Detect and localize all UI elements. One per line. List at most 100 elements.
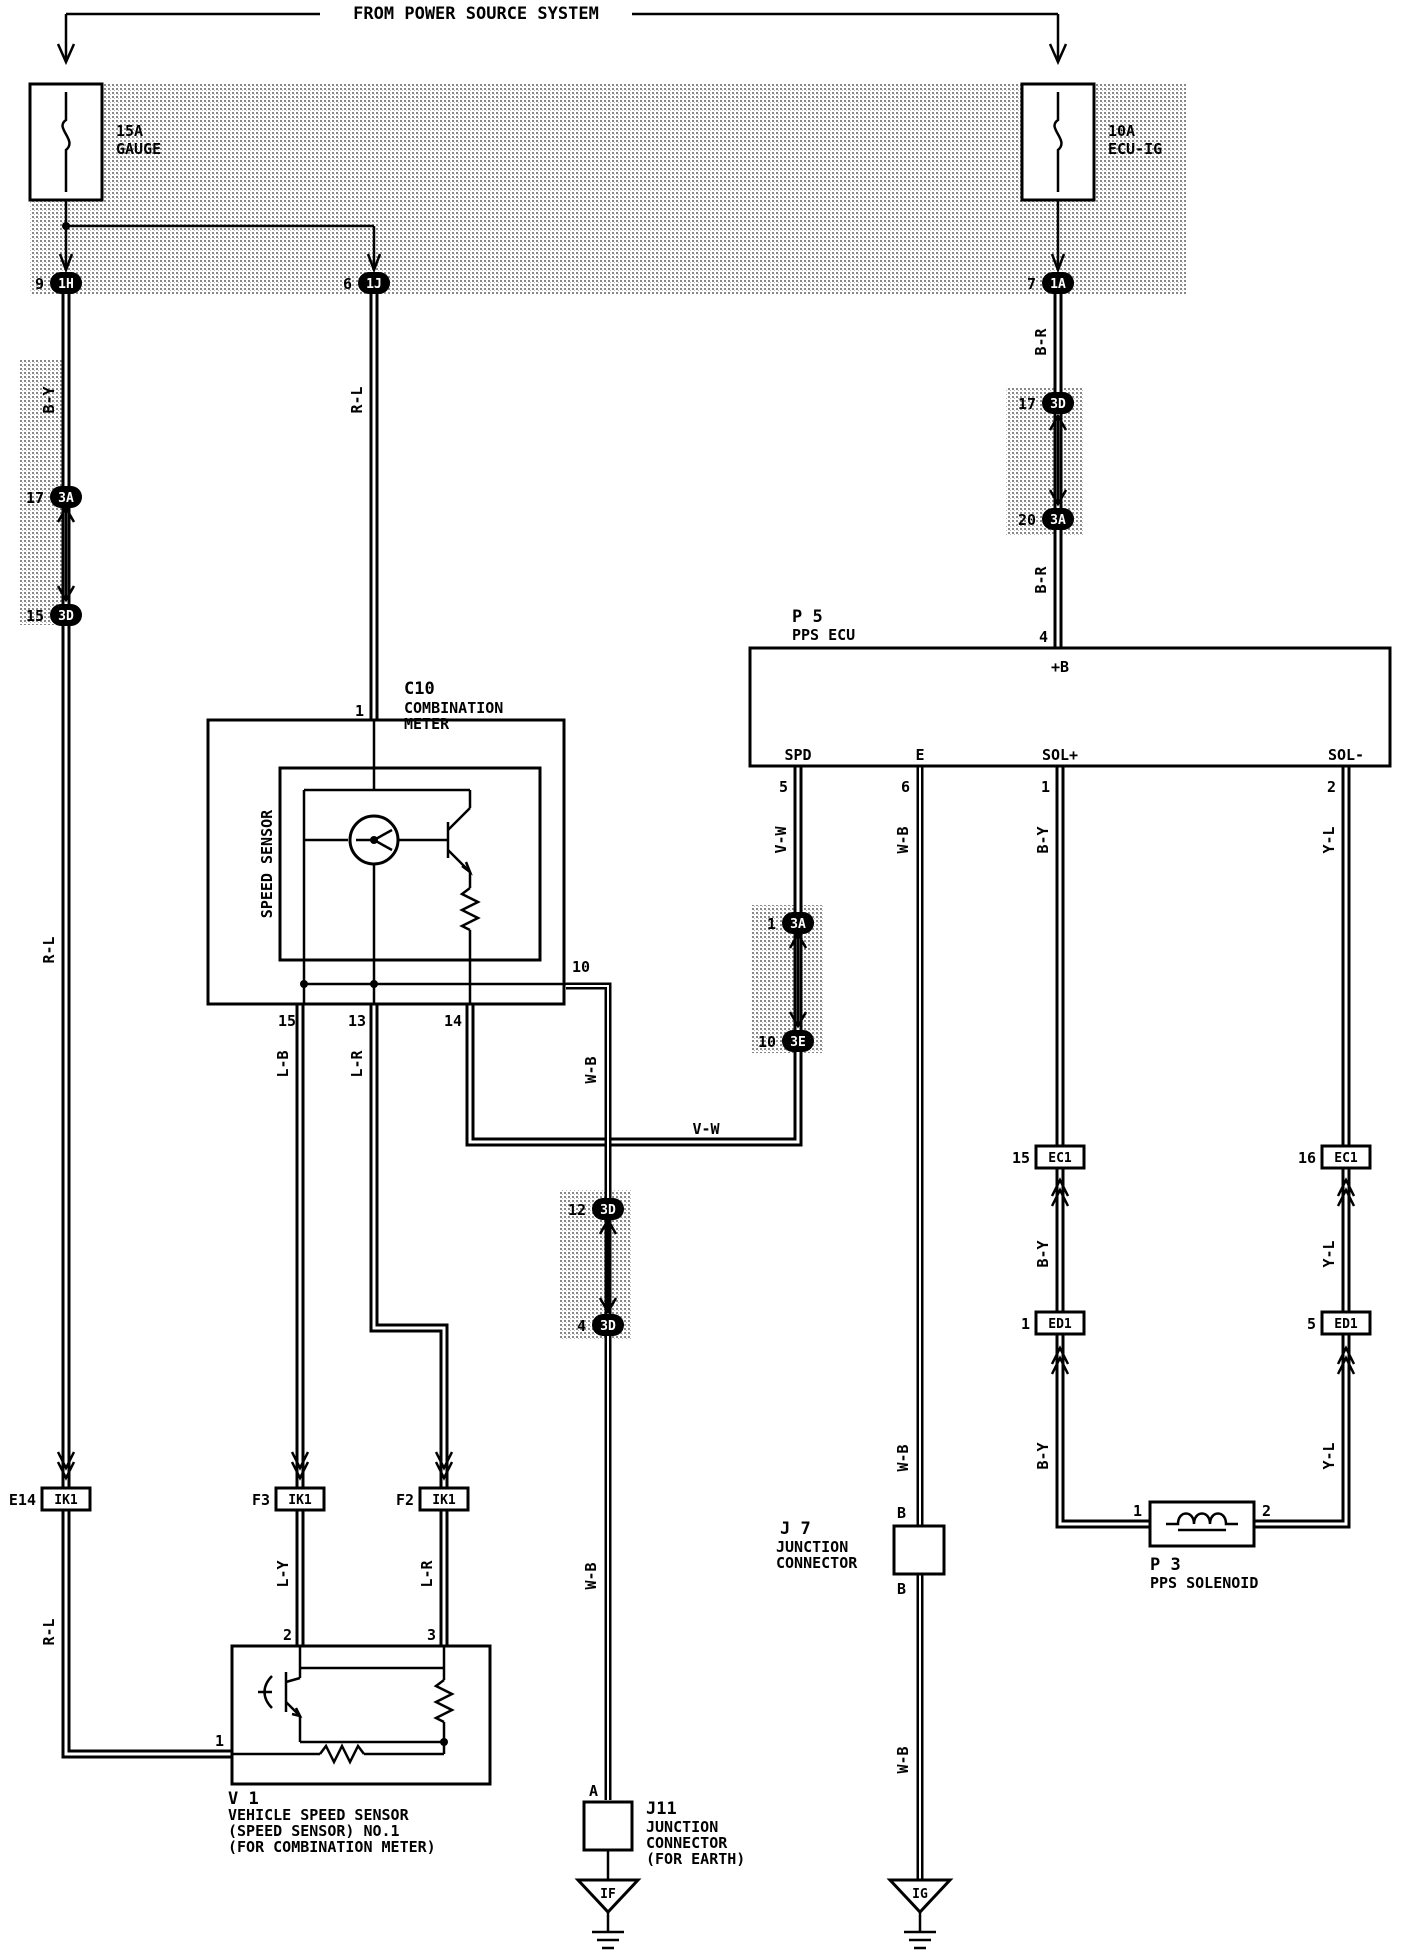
wire-label-by-sol1: B-Y bbox=[1034, 826, 1052, 853]
svg-text:IK1: IK1 bbox=[288, 1493, 312, 1508]
connector-3A-spd-pin: 1 bbox=[767, 915, 776, 933]
shaded-junction-br bbox=[1006, 388, 1084, 536]
meter-name-line2: METER bbox=[404, 715, 450, 733]
wire-label-by-sol3: B-Y bbox=[1034, 1442, 1052, 1469]
ecu-pin-soln: 2 bbox=[1327, 778, 1336, 796]
power-source-shaded-area bbox=[30, 84, 1186, 294]
connector-IK1-c-pin: F2 bbox=[396, 1491, 414, 1509]
wire-label-yl-sol3: Y-L bbox=[1320, 1442, 1338, 1469]
connector-EC1-b: EC1 bbox=[1320, 1144, 1372, 1170]
connector-IK1-b: IK1 bbox=[274, 1486, 326, 1512]
j11-code: J11 bbox=[646, 1799, 677, 1819]
ecu-pin-b: 4 bbox=[1039, 628, 1048, 646]
connector-3A-left: 3A bbox=[50, 486, 82, 508]
ground-ig-label: IG bbox=[912, 1887, 928, 1902]
wire-label-rl-bottom: R-L bbox=[40, 1618, 58, 1645]
meter-pin-1: 1 bbox=[355, 702, 364, 720]
connector-ED1-b-pin: 5 bbox=[1307, 1315, 1316, 1333]
j7-name-line1: JUNCTION bbox=[776, 1538, 848, 1556]
svg-text:ED1: ED1 bbox=[1048, 1317, 1072, 1332]
connector-3D-left-pin: 15 bbox=[26, 607, 44, 625]
wire-label-vw-horz: V-W bbox=[692, 1120, 720, 1138]
j7-pin-bottom: B bbox=[897, 1580, 906, 1598]
wire-label-rl-top: R-L bbox=[348, 386, 366, 413]
j7-pin-top: B bbox=[897, 1504, 906, 1522]
connector-3A-left-pin: 17 bbox=[26, 489, 44, 507]
meter-name-line1: COMBINATION bbox=[404, 699, 503, 717]
connector-3A-spd: 3A bbox=[782, 912, 814, 934]
wire-label-ly: L-Y bbox=[274, 1560, 292, 1587]
ground-if-label: IF bbox=[600, 1887, 616, 1902]
meter-pin-13: 13 bbox=[348, 1012, 366, 1030]
svg-text:ED1: ED1 bbox=[1334, 1317, 1358, 1332]
connector-3D-top-pin: 17 bbox=[1018, 395, 1036, 413]
wire-label-br-mid: B-R bbox=[1032, 565, 1050, 593]
svg-text:3A: 3A bbox=[58, 491, 74, 506]
solenoid-code: P 3 bbox=[1150, 1555, 1181, 1575]
j7-name-line2: CONNECTOR bbox=[776, 1554, 858, 1572]
power-source-line bbox=[56, 12, 1068, 66]
connector-ED1-a: ED1 bbox=[1034, 1310, 1086, 1336]
connector-IK1-c: IK1 bbox=[418, 1486, 470, 1512]
connector-1J: 1J bbox=[358, 272, 390, 294]
svg-text:3A: 3A bbox=[790, 917, 806, 932]
solenoid-pin1: 1 bbox=[1133, 1502, 1142, 1520]
wire-group bbox=[61, 290, 1351, 1880]
svg-text:1J: 1J bbox=[366, 277, 382, 292]
ecu-label-soln: SOL- bbox=[1328, 746, 1364, 764]
ecu-label-e: E bbox=[915, 746, 924, 764]
meter-pin-14: 14 bbox=[444, 1012, 462, 1030]
j11-name-line2: CONNECTOR bbox=[646, 1834, 728, 1852]
connector-IK1-a-pin: E14 bbox=[9, 1491, 36, 1509]
meter-pin-10: 10 bbox=[572, 958, 590, 976]
wire-label-yl-sol1: Y-L bbox=[1320, 826, 1338, 853]
ecu-code: P 5 bbox=[792, 607, 823, 627]
j11-name-line1: JUNCTION bbox=[646, 1818, 718, 1836]
ecu-label-spd: SPD bbox=[784, 746, 811, 764]
ecu-pin-solp: 1 bbox=[1041, 778, 1050, 796]
fuse-ecu-ig-label: ECU-IG bbox=[1108, 140, 1162, 158]
svg-text:EC1: EC1 bbox=[1048, 1151, 1072, 1166]
wire-label-lr: L-R bbox=[348, 1049, 366, 1077]
connector-1A: 1A bbox=[1042, 272, 1074, 294]
svg-text:3D: 3D bbox=[600, 1203, 616, 1218]
svg-text:3A: 3A bbox=[1050, 513, 1066, 528]
wire-label-lb: L-B bbox=[274, 1050, 292, 1077]
fuse-feed-lines bbox=[58, 200, 1066, 274]
connector-EC1-a-pin: 15 bbox=[1012, 1149, 1030, 1167]
connector-3D-wb2: 3D bbox=[592, 1314, 624, 1336]
wire-label-br-top: B-R bbox=[1032, 327, 1050, 355]
wire-label-by-sol2: B-Y bbox=[1034, 1240, 1052, 1267]
wire-label-by-left: B-Y bbox=[40, 386, 58, 413]
fuse-gauge-rating: 15A bbox=[116, 122, 143, 140]
svg-text:1H: 1H bbox=[58, 277, 74, 292]
wire-label-rl-left: R-L bbox=[40, 936, 58, 963]
fuse-gauge-label: GAUGE bbox=[116, 140, 161, 158]
j11-name-line3: (FOR EARTH) bbox=[646, 1850, 745, 1868]
fuse-gauge bbox=[28, 82, 104, 202]
vss-name-line2: (SPEED SENSOR) NO.1 bbox=[228, 1822, 400, 1840]
connector-3D-wb1-pin: 12 bbox=[568, 1201, 586, 1219]
connector-1H: 1H bbox=[50, 272, 82, 294]
double-arrow-icons bbox=[56, 1177, 1356, 1481]
ecu-name: PPS ECU bbox=[792, 626, 855, 644]
connector-1A-pin: 7 bbox=[1027, 275, 1036, 293]
connector-3E-spd-pin: 10 bbox=[758, 1033, 776, 1051]
vehicle-speed-sensor bbox=[230, 1644, 492, 1786]
wire-label-wb-e-mid: W-B bbox=[894, 1444, 912, 1471]
meter-code: C10 bbox=[404, 679, 435, 699]
connector-3D-left: 3D bbox=[50, 604, 82, 626]
j7-code: J 7 bbox=[780, 1519, 811, 1539]
junction-j11-box bbox=[582, 1800, 634, 1852]
connector-3E-spd: 3E bbox=[782, 1030, 814, 1052]
svg-text:3D: 3D bbox=[600, 1319, 616, 1334]
solenoid-name: PPS SOLENOID bbox=[1150, 1574, 1258, 1592]
ecu-label-solp: SOL+ bbox=[1042, 746, 1078, 764]
meter-pin-15: 15 bbox=[278, 1012, 296, 1030]
ground-ig-icon bbox=[886, 1878, 954, 1950]
ground-if-icon bbox=[574, 1850, 642, 1950]
connector-3D-wb2-pin: 4 bbox=[577, 1317, 586, 1335]
wire-label-vw-vert: V-W bbox=[772, 825, 790, 853]
vss-pin1: 1 bbox=[215, 1732, 224, 1750]
